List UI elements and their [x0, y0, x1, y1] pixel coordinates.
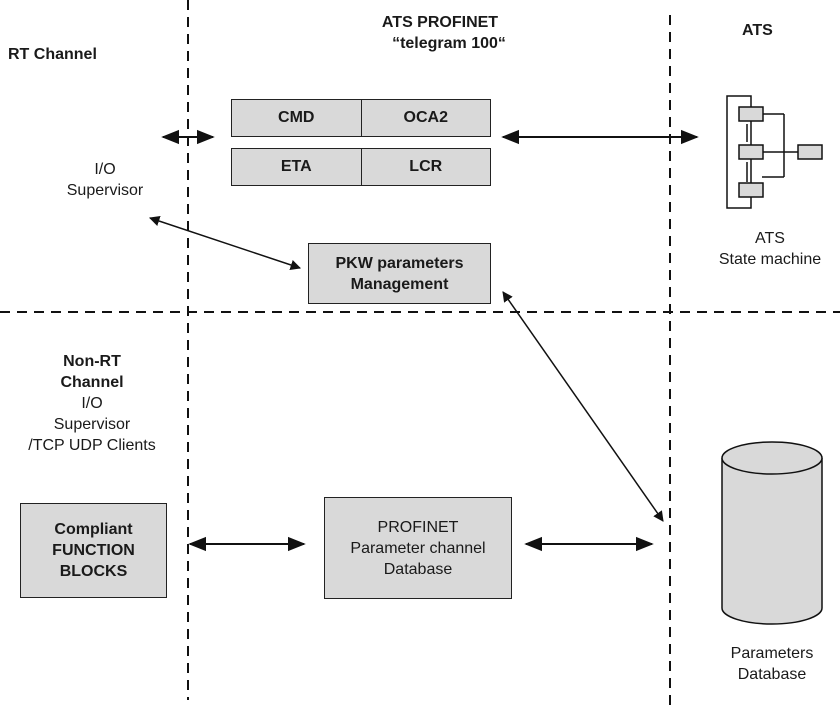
function-blocks-box: Compliant FUNCTION BLOCKS: [20, 503, 167, 598]
pkw-line1: PKW parameters: [335, 254, 464, 272]
field-cmd: CMD: [278, 109, 315, 126]
state-machine-icon: [726, 95, 823, 209]
nonrt-line3: I/O: [81, 395, 103, 412]
telegram-row-2: ETA LCR: [231, 148, 491, 186]
pc-line1: PROFINET: [377, 518, 459, 536]
database-icon: [721, 441, 823, 625]
io-supervisor-line1: I/O: [94, 161, 116, 178]
nonrt-line5: /TCP UDP Clients: [28, 437, 156, 454]
ats-profinet-header: ATS PROFINET “telegram 100“: [360, 12, 520, 54]
io-supervisor-line2: Supervisor: [66, 182, 144, 199]
io-supervisor-label: I/O Supervisor: [40, 159, 170, 201]
ats-profinet-line2: “telegram 100“: [392, 35, 506, 52]
state-machine-line1: ATS: [755, 230, 785, 247]
state-machine-label: ATS State machine: [700, 228, 840, 270]
db-line1: Parameters: [730, 645, 814, 662]
nonrt-line4: Supervisor: [53, 416, 131, 433]
ats-profinet-line1: ATS PROFINET: [381, 14, 499, 31]
parameters-database-label: Parameters Database: [702, 643, 840, 685]
rt-channel-header: RT Channel: [8, 46, 97, 63]
pkw-management-box: PKW parameters Management: [308, 243, 491, 304]
pc-line3: Database: [383, 560, 453, 578]
ats-header: ATS: [742, 22, 773, 39]
field-oca2: OCA2: [360, 100, 491, 136]
state-machine-line2: State machine: [718, 251, 822, 268]
nonrt-line2: Channel: [60, 374, 124, 391]
nonrt-channel-label: Non-RT Channel I/O Supervisor /TCP UDP C…: [2, 351, 182, 456]
fb-line3: BLOCKS: [59, 563, 128, 580]
pkw-line2: Management: [350, 275, 449, 293]
nonrt-line1: Non-RT: [63, 353, 121, 370]
fb-line2: FUNCTION: [52, 542, 135, 559]
field-lcr: LCR: [360, 149, 491, 185]
pc-line2: Parameter channel: [350, 539, 486, 557]
parameter-channel-box: PROFINET Parameter channel Database: [324, 497, 512, 599]
telegram-row-1: CMD OCA2: [231, 99, 491, 137]
fb-line1: Compliant: [54, 521, 133, 538]
pkw-database-arrow: [502, 291, 664, 522]
db-line2: Database: [737, 666, 807, 683]
field-eta: ETA: [280, 158, 312, 175]
supervisor-pkw-arrow: [149, 216, 301, 270]
